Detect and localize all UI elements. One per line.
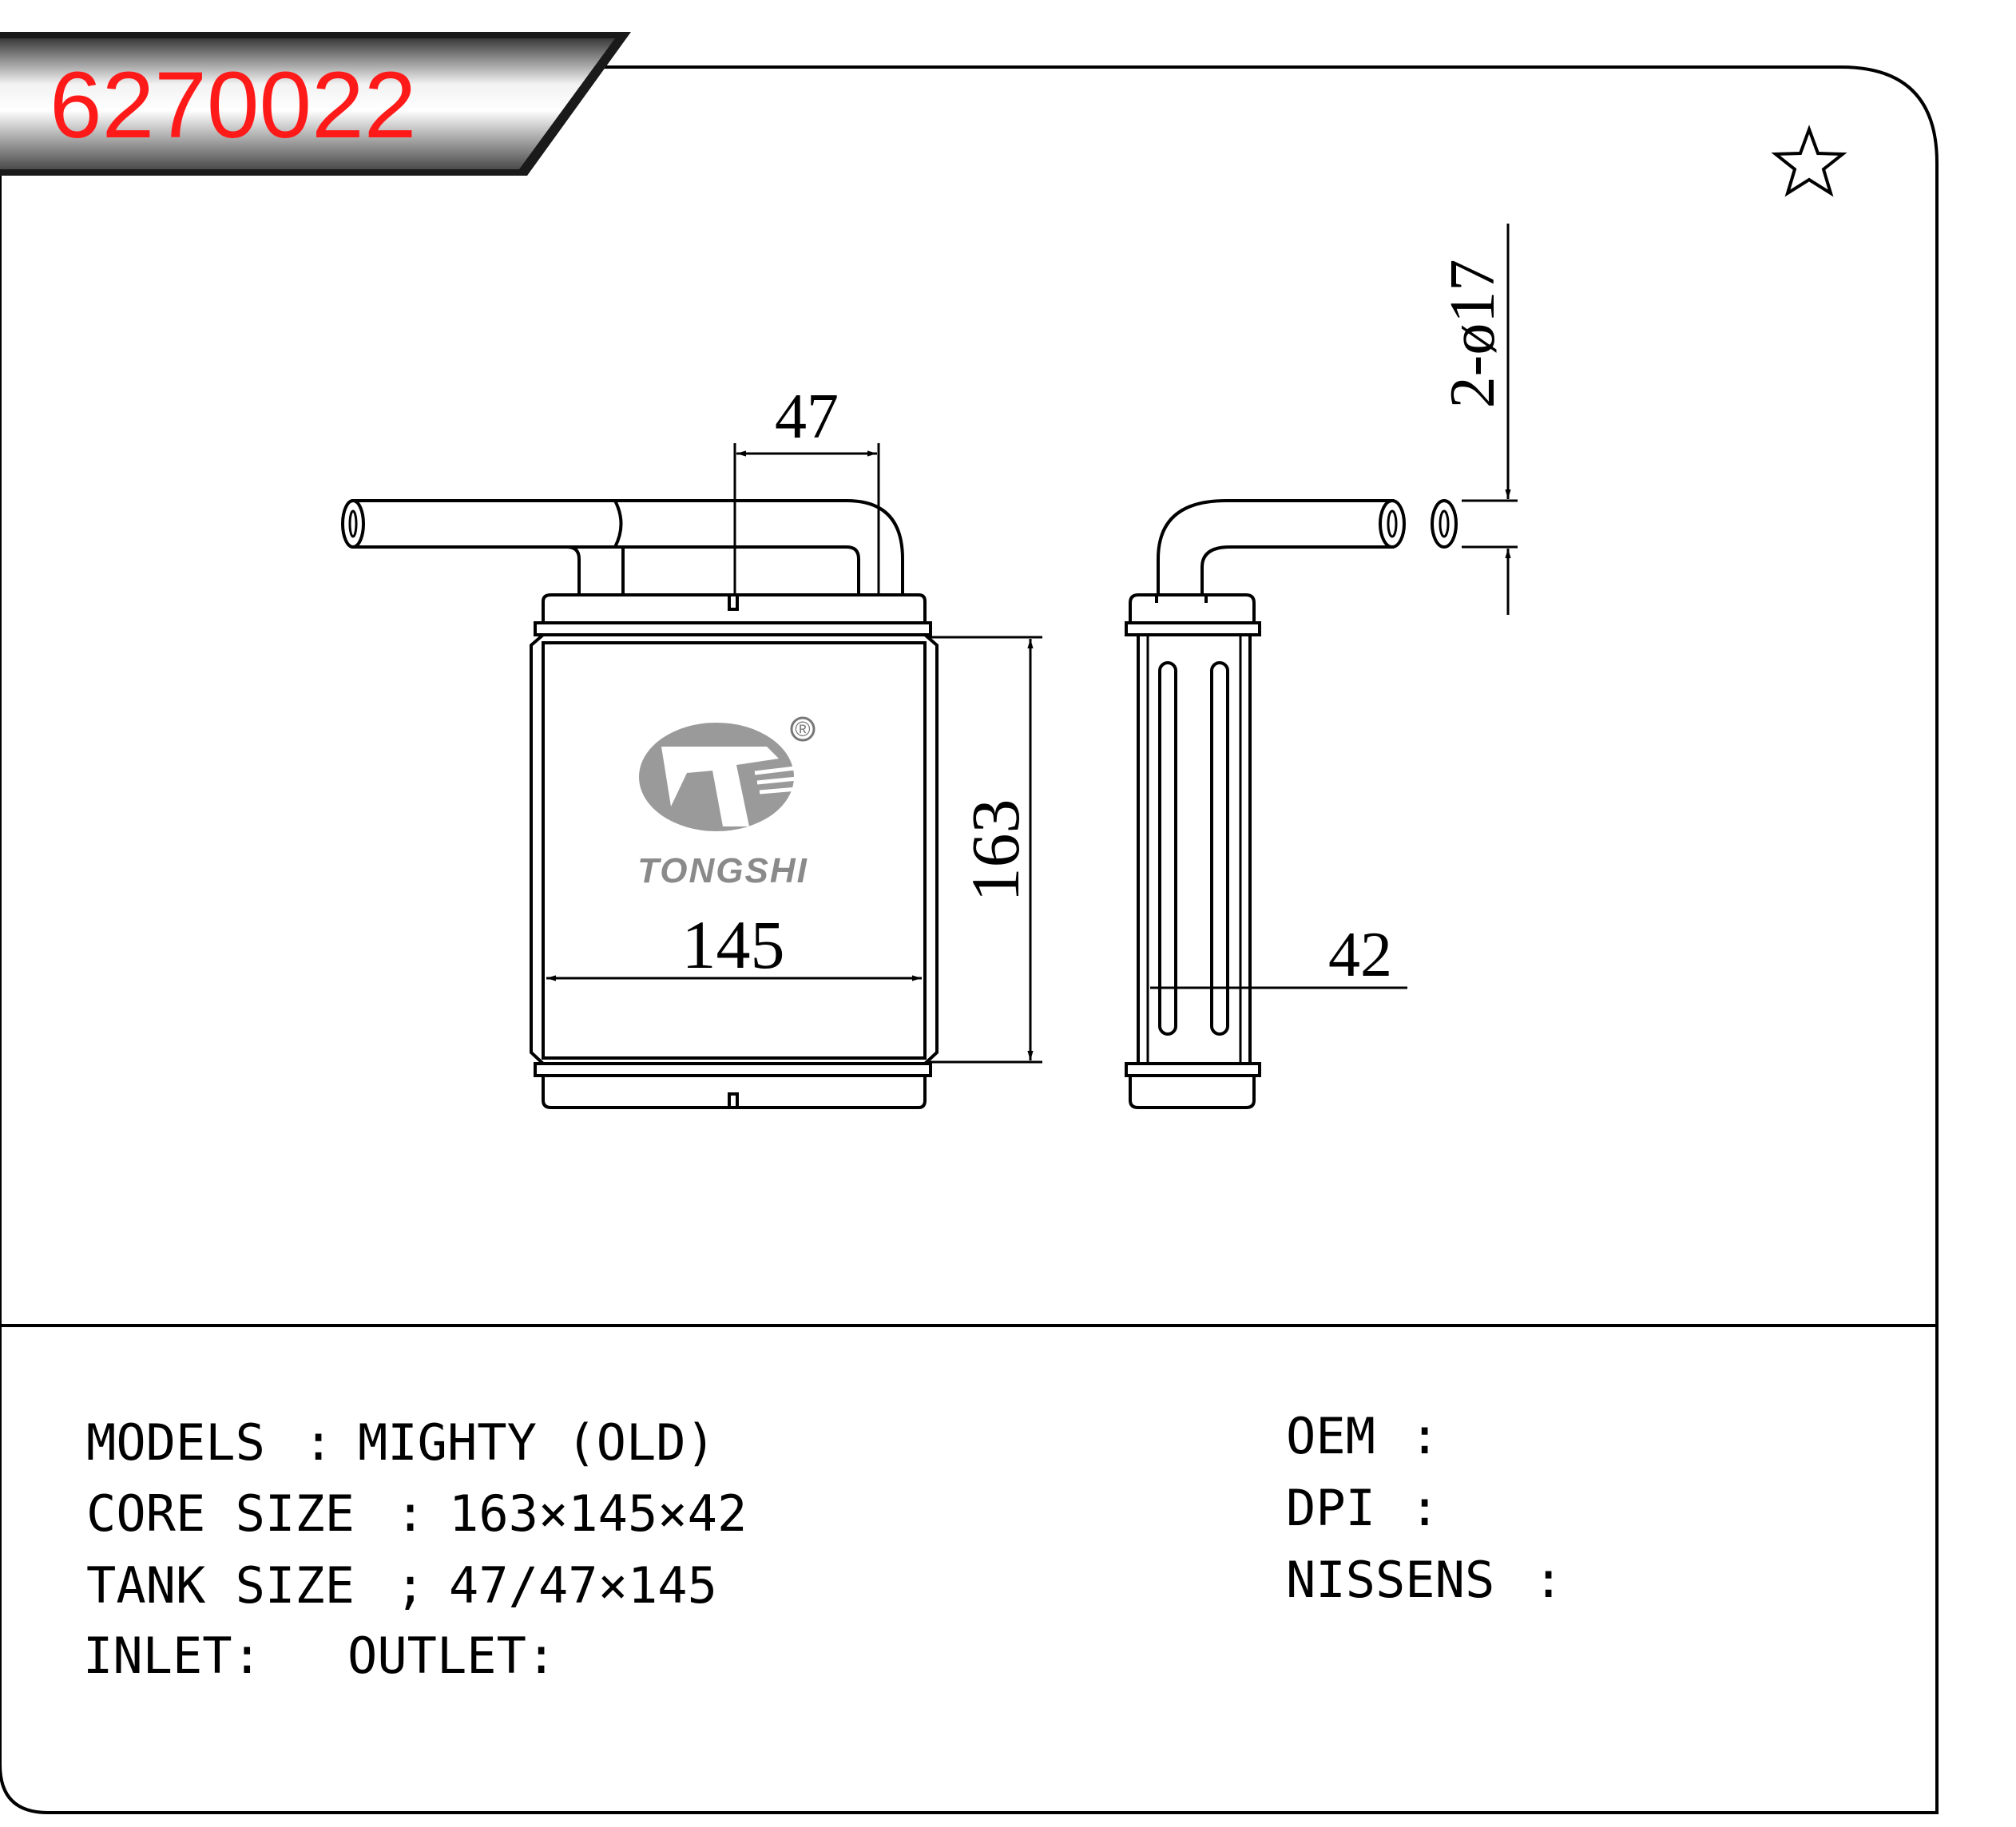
front-view-dimensions (546, 443, 1042, 1064)
ref-dpi-label: DPI (1286, 1479, 1375, 1537)
tongshi-logo: ® TONGSHI (637, 716, 816, 890)
dim-pipe-diameter: 2-ø17 (1438, 260, 1508, 409)
ref-dpi-sep: : (1410, 1479, 1439, 1537)
reference-list: OEM : DPI : NISSENS : (1286, 1407, 1563, 1609)
spec-tank-size-sep: ; (395, 1556, 425, 1615)
ref-oem-label: OEM (1286, 1407, 1375, 1465)
spec-inlet-label: INLET: (83, 1627, 262, 1685)
front-view (341, 499, 939, 1109)
spec-core-size-value: 163×145×42 (449, 1484, 747, 1543)
logo-text: TONGSHI (637, 851, 808, 890)
spec-core-size-sep: : (395, 1484, 425, 1543)
spec-models-value: MIGHTY (OLD) (358, 1413, 716, 1472)
sheet-frame (0, 65, 1939, 1814)
ref-nissens-label: NISSENS (1286, 1551, 1494, 1609)
dim-core-height: 163 (957, 799, 1034, 902)
side-view-dimensions (1150, 224, 1518, 989)
ref-oem-sep: : (1410, 1407, 1439, 1465)
part-number-banner: 6270022 (0, 32, 631, 176)
dim-tank-depth: 47 (775, 382, 839, 452)
ref-nissens-sep: : (1534, 1551, 1563, 1609)
spec-outlet-label: OUTLET: (347, 1627, 556, 1685)
spec-tank-size-label: TANK SIZE (86, 1556, 355, 1615)
spec-tank-size-value: 47/47×145 (449, 1556, 717, 1615)
star-outline-icon[interactable] (1771, 125, 1847, 197)
dim-core-width: 145 (682, 906, 785, 983)
spec-models-label: MODELS (86, 1413, 265, 1472)
side-view (1125, 499, 1458, 1109)
spec-core-size-label: CORE SIZE (86, 1484, 355, 1543)
part-number: 6270022 (50, 53, 416, 158)
dim-core-thickness: 42 (1328, 920, 1392, 990)
spec-models-sep: : (304, 1413, 333, 1472)
logo-registered-mark: ® (795, 717, 810, 741)
spec-list: MODELS : MIGHTY (OLD) CORE SIZE : 163×14… (83, 1413, 747, 1685)
